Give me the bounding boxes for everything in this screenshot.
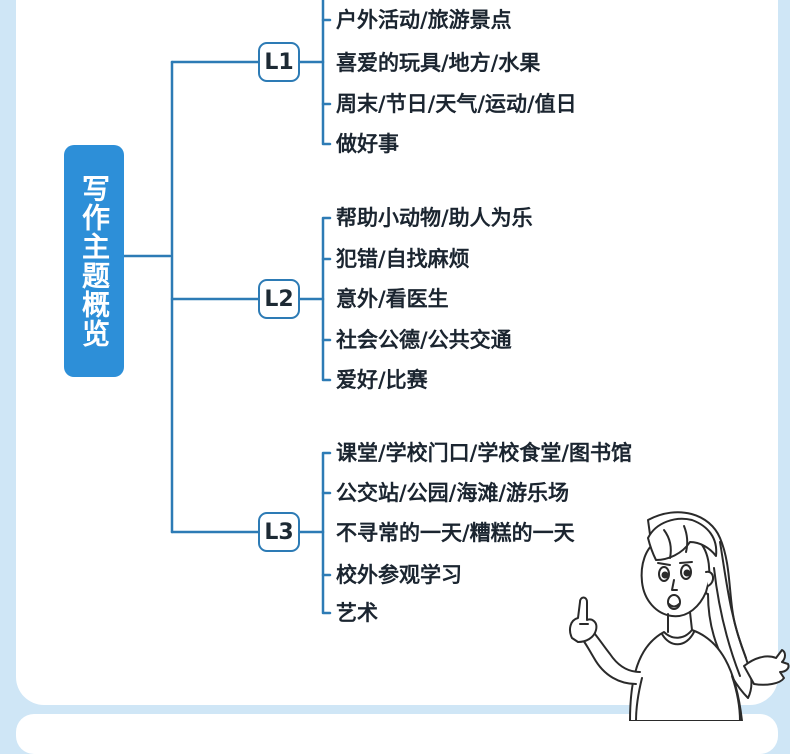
topic-l1-2: 喜爱的玩具/地方/水果 [336, 48, 540, 78]
root-title: 写作主题概览 [77, 174, 111, 348]
topic-l3-4: 校外参观学习 [336, 560, 462, 590]
level-badge-l1: L1 [258, 42, 300, 82]
topic-l2-3: 意外/看医生 [336, 284, 449, 314]
level-badge-l3: L3 [258, 512, 300, 552]
topic-l2-5: 爱好/比赛 [336, 365, 428, 395]
topic-l1-4: 做好事 [336, 129, 399, 159]
topic-l1-3: 周末/节日/天气/运动/值日 [336, 89, 577, 119]
topic-l3-1: 课堂/学校门口/学校食堂/图书馆 [336, 438, 632, 468]
topic-l3-5: 艺术 [336, 598, 378, 628]
topic-l2-1: 帮助小动物/助人为乐 [336, 203, 533, 233]
topic-l2-4: 社会公德/公共交通 [336, 325, 512, 355]
girl-illustration [560, 508, 790, 721]
topic-l2-2: 犯错/自找麻烦 [336, 244, 470, 274]
topic-l3-3: 不寻常的一天/糟糕的一天 [336, 518, 575, 548]
topic-l1-1: 户外活动/旅游景点 [336, 5, 512, 35]
root-node: 写作主题概览 [64, 145, 124, 377]
topic-l3-2: 公交站/公园/海滩/游乐场 [336, 478, 569, 508]
level-badge-l2: L2 [258, 279, 300, 319]
